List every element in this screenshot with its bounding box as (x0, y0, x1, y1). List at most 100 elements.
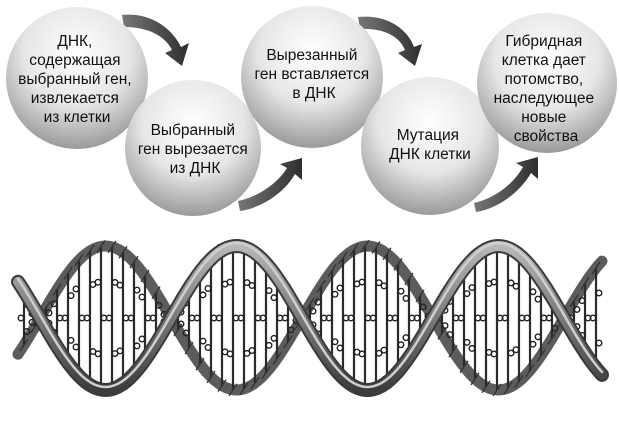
helix-atom (547, 332, 557, 345)
step-circle-3 (241, 6, 383, 148)
helix-nucleotide (507, 279, 515, 287)
helix-atom (503, 381, 513, 395)
helix-nucleotide (463, 338, 471, 346)
helix-atom (52, 283, 62, 296)
step-circles (6, 6, 617, 216)
helix-nucleotide (529, 288, 537, 296)
helix-nucleotide (287, 326, 295, 334)
helix-atom (272, 352, 282, 365)
helix-atom (382, 247, 392, 261)
helix-atom (184, 341, 194, 355)
helix-nucleotide (94, 278, 102, 286)
dna-helix (11, 238, 609, 398)
step-circle-4 (361, 77, 499, 215)
helix-atom (85, 244, 95, 258)
helix-nucleotide (589, 314, 597, 322)
helix-atom (459, 360, 469, 374)
helix-nucleotide (138, 335, 146, 343)
helix-nucleotide (116, 281, 124, 289)
step-label-1: ДНК, содержащая выбранный ген, извлекает… (18, 33, 136, 126)
helix-atom (580, 276, 590, 290)
step-label-3: Вырезанный ген вставляется в ДНК (255, 47, 374, 102)
helix-nucleotide (199, 291, 207, 299)
helix-atom (437, 327, 447, 340)
helix-nucleotide (402, 334, 410, 342)
helix-atom (525, 364, 535, 377)
helix-nucleotide (391, 314, 399, 322)
helix-front-highlight (16, 241, 604, 389)
helix-nucleotide (199, 337, 207, 345)
helix-nucleotide (182, 329, 190, 337)
helix-nucleotide (468, 344, 476, 352)
helix-atom (195, 357, 205, 371)
step-arrows (122, 14, 538, 212)
helix-atom (63, 266, 73, 280)
helix-atom (305, 297, 315, 311)
helix-nucleotide (369, 314, 377, 322)
helix-nucleotide (23, 327, 31, 335)
helix-nucleotide (61, 314, 69, 322)
helix-nucleotide (446, 331, 454, 339)
helix-nucleotide (358, 350, 366, 358)
helix-atom (19, 338, 29, 352)
helix-nucleotide (215, 314, 223, 322)
step-circle-2 (125, 80, 261, 216)
helix-atom (173, 323, 183, 337)
step-label-5: Гибридная клетка дает потомство, наследу… (494, 33, 599, 145)
helix-nucleotide (270, 294, 278, 302)
helix-nucleotide (67, 336, 75, 344)
helix-nucleotide (512, 346, 520, 354)
arrow-icon-4 (474, 157, 538, 212)
helix-nucleotide (551, 324, 559, 332)
helix-atom (151, 286, 161, 300)
helix-nucleotide (226, 350, 234, 358)
helix-nucleotide (501, 314, 509, 322)
helix-atom (536, 349, 546, 363)
step-label-2: Выбранный ген вырезается из ДНК (138, 122, 252, 177)
helix-nucleotide (573, 305, 581, 313)
helix-nucleotide (595, 339, 603, 347)
helix-nucleotide (331, 290, 339, 298)
helix-atom (349, 243, 359, 257)
helix-atom (96, 240, 106, 253)
helix-nucleotide (72, 285, 80, 293)
helix-nucleotide (133, 286, 141, 294)
step-circle-1 (6, 7, 148, 149)
helix-nucleotide (397, 287, 405, 295)
helix-nucleotide (83, 314, 91, 322)
helix-nucleotide (138, 293, 146, 301)
helix-nucleotide (402, 294, 410, 302)
step-labels: ДНК, содержащая выбранный ген, извлекает… (18, 33, 599, 177)
helix-nucleotide (72, 343, 80, 351)
helix-nucleotide (133, 342, 141, 350)
helix-atom (470, 372, 480, 386)
helix-nucleotide (578, 297, 586, 305)
helix-nucleotide (17, 314, 25, 322)
helix-nucleotide (529, 340, 537, 348)
helix-nucleotide (177, 320, 185, 328)
step-label-4: Мутация ДНК клетки (389, 127, 471, 163)
helix-nucleotide (67, 292, 75, 300)
helix-nucleotide (468, 284, 476, 292)
helix-nucleotide (226, 278, 234, 286)
helix-atom (74, 253, 84, 267)
helix-atom (393, 258, 403, 271)
helix-atom (591, 261, 601, 275)
helix-nucleotide (116, 347, 124, 355)
helix-nucleotide (380, 346, 388, 354)
helix-atom (371, 241, 381, 254)
helix-atom (338, 251, 348, 265)
helix-nucleotide (45, 309, 53, 317)
helix-nucleotide (259, 314, 267, 322)
helix-atom (250, 376, 260, 390)
helix-nucleotide (413, 314, 421, 322)
helix-atom (107, 240, 117, 254)
helix-nucleotide (534, 333, 542, 341)
helix-nucleotide (595, 289, 603, 297)
helix-atom (481, 380, 491, 394)
helix-nucleotide (457, 314, 465, 322)
helix-atom (514, 375, 524, 388)
helix-nucleotide (336, 344, 344, 352)
helix-nucleotide (336, 284, 344, 292)
helix-nucleotide (248, 347, 256, 355)
